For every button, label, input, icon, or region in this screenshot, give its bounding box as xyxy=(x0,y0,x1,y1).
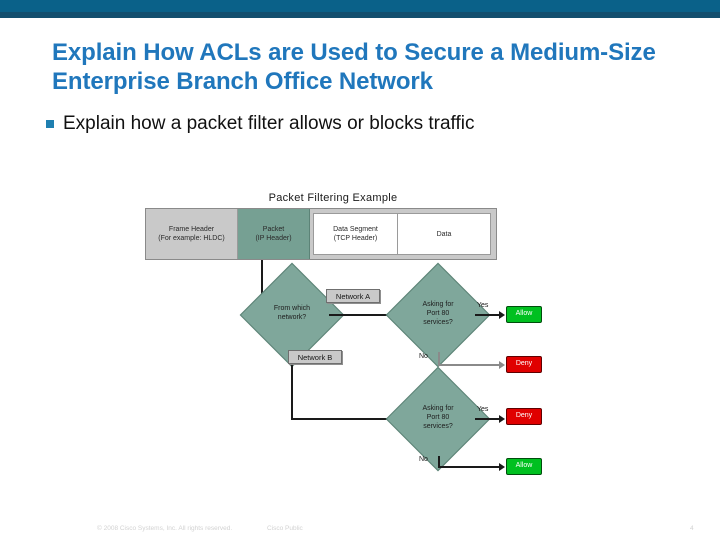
data-segment-sublabel: (TCP Header) xyxy=(333,235,378,242)
footer-page-number: 4 xyxy=(690,525,694,532)
footer-classification: Cisco Public xyxy=(267,525,303,532)
connector-no-1-v xyxy=(438,352,440,365)
packet-payload-group: Data Segment (TCP Header) Data xyxy=(310,209,496,259)
decision-network-line2: network? xyxy=(277,314,307,321)
arrow-into-deny-2 xyxy=(499,415,505,423)
bullet-text: Explain how a packet filter allows or bl… xyxy=(63,113,475,134)
decision-port80-network-b-label: Asking for Port 80 services? xyxy=(399,404,477,431)
data-label: Data xyxy=(436,230,452,238)
connector-yes-1 xyxy=(475,314,503,316)
decision-p2-line3: services? xyxy=(423,423,453,430)
connector-no-2-v xyxy=(438,456,440,468)
data-segment-label: Data Segment xyxy=(333,226,378,233)
top-banner-bar xyxy=(0,0,720,12)
decision-p2-line1: Asking for xyxy=(422,405,454,412)
bullet-list-item: Explain how a packet filter allows or bl… xyxy=(46,112,696,136)
ip-packet-sublabel: (IP Header) xyxy=(255,235,292,242)
decision-p1-line1: Asking for xyxy=(422,301,454,308)
tag-network-b: Network B xyxy=(288,350,342,364)
bullet-square-icon xyxy=(46,120,54,128)
connector-network-b-h xyxy=(291,418,395,420)
connector-packet-to-network xyxy=(261,260,263,315)
packet-cell-data-segment: Data Segment (TCP Header) xyxy=(313,213,397,255)
decision-p2-line2: Port 80 xyxy=(426,414,450,421)
packet-cell-frame-header: Frame Header (For example: HLDC) xyxy=(146,209,238,259)
outcome-allow-2: Allow xyxy=(506,458,542,475)
outcome-deny-1: Deny xyxy=(506,356,542,373)
diagram-title: Packet Filtering Example xyxy=(268,192,398,204)
arrow-into-allow-1 xyxy=(499,311,505,319)
arrow-into-allow-2 xyxy=(499,463,505,471)
packet-structure-strip: Frame Header (For example: HLDC) Packet … xyxy=(145,208,497,260)
connector-no-2-h xyxy=(438,466,503,468)
connector-no-1-h xyxy=(438,364,503,366)
edge-label-yes-1: Yes xyxy=(477,302,489,309)
footer-copyright: © 2008 Cisco Systems, Inc. All rights re… xyxy=(97,525,233,532)
packet-cell-data: Data xyxy=(397,213,491,255)
decision-from-which-network-label: From which network? xyxy=(255,304,329,322)
decision-p1-line3: services? xyxy=(423,319,453,326)
decision-p1-line2: Port 80 xyxy=(426,310,450,317)
edge-label-yes-2: Yes xyxy=(477,406,489,413)
edge-label-no-1: No xyxy=(419,353,428,360)
page-title: Explain How ACLs are Used to Secure a Me… xyxy=(52,39,656,95)
packet-filtering-diagram: Packet Filtering Example Frame Header (F… xyxy=(143,192,542,482)
arrow-into-deny-1 xyxy=(499,361,505,369)
edge-label-no-2: No xyxy=(419,456,428,463)
outcome-deny-2: Deny xyxy=(506,408,542,425)
frame-header-label: Frame Header xyxy=(168,226,215,233)
ip-packet-label: Packet xyxy=(262,226,285,233)
outcome-allow-1: Allow xyxy=(506,306,542,323)
tag-network-a: Network A xyxy=(326,289,380,303)
connector-yes-2 xyxy=(475,418,503,420)
top-banner-shadow xyxy=(0,12,720,18)
slide-footer: © 2008 Cisco Systems, Inc. All rights re… xyxy=(0,524,720,538)
frame-header-sublabel: (For example: HLDC) xyxy=(158,235,225,242)
decision-network-line1: From which xyxy=(273,305,311,312)
decision-port80-network-a-label: Asking for Port 80 services? xyxy=(399,300,477,327)
packet-cell-ip-packet: Packet (IP Header) xyxy=(238,209,310,259)
connector-network-a xyxy=(329,314,395,316)
connector-network-b-v xyxy=(291,352,293,419)
